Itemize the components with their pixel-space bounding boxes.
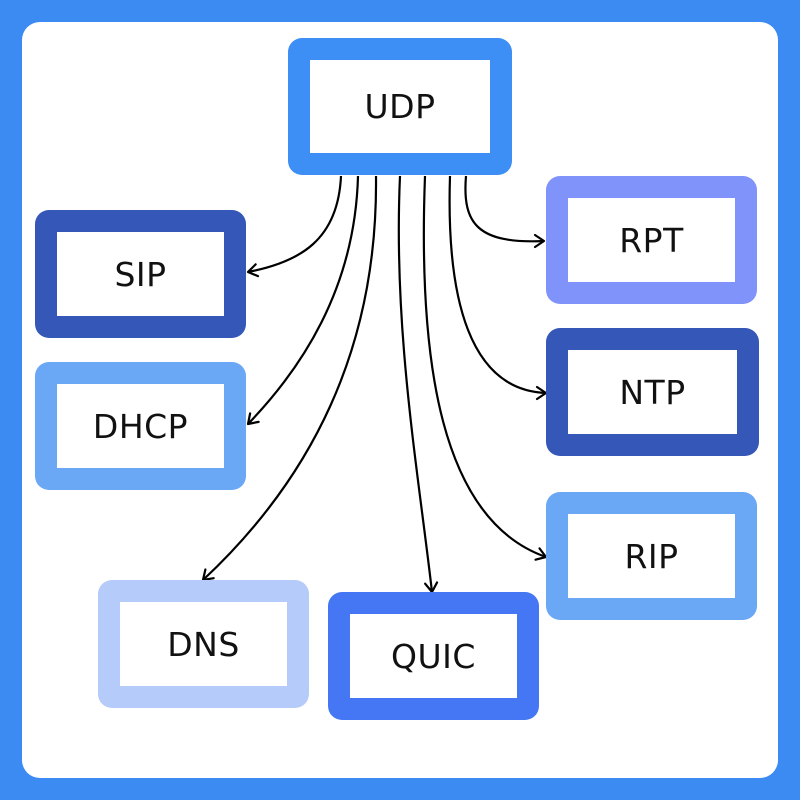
node-rip: RIP [546,492,757,620]
arrowhead-sip [246,263,260,278]
edge-udp-to-rpt [464,175,545,243]
node-quic: QUIC [328,592,539,720]
node-sip: SIP [35,210,246,338]
node-dhcp: DHCP [35,362,246,490]
node-label-dns: DNS [167,624,240,664]
node-label-dhcp: DHCP [92,406,189,446]
node-label-sip: SIP [114,254,167,294]
edge-udp-to-sip [247,175,343,274]
arrowhead-rpt [533,233,546,249]
node-dns: DNS [98,580,309,708]
node-label-rip: RIP [624,536,679,576]
edge-udp-to-rip [422,175,547,559]
arrowhead-dhcp [246,412,260,426]
node-udp: UDP [288,38,512,175]
node-label-quic: QUIC [391,636,476,676]
node-label-ntp: NTP [619,372,686,412]
node-ntp: NTP [546,328,759,456]
edge-udp-to-ntp [448,175,547,395]
node-label-rpt: RPT [619,220,684,260]
node-rpt: RPT [546,176,757,304]
edge-udp-to-quic [397,175,434,593]
node-label-udp: UDP [364,87,436,126]
edge-udp-to-dhcp [247,175,360,425]
edge-udp-to-dns [202,175,378,581]
